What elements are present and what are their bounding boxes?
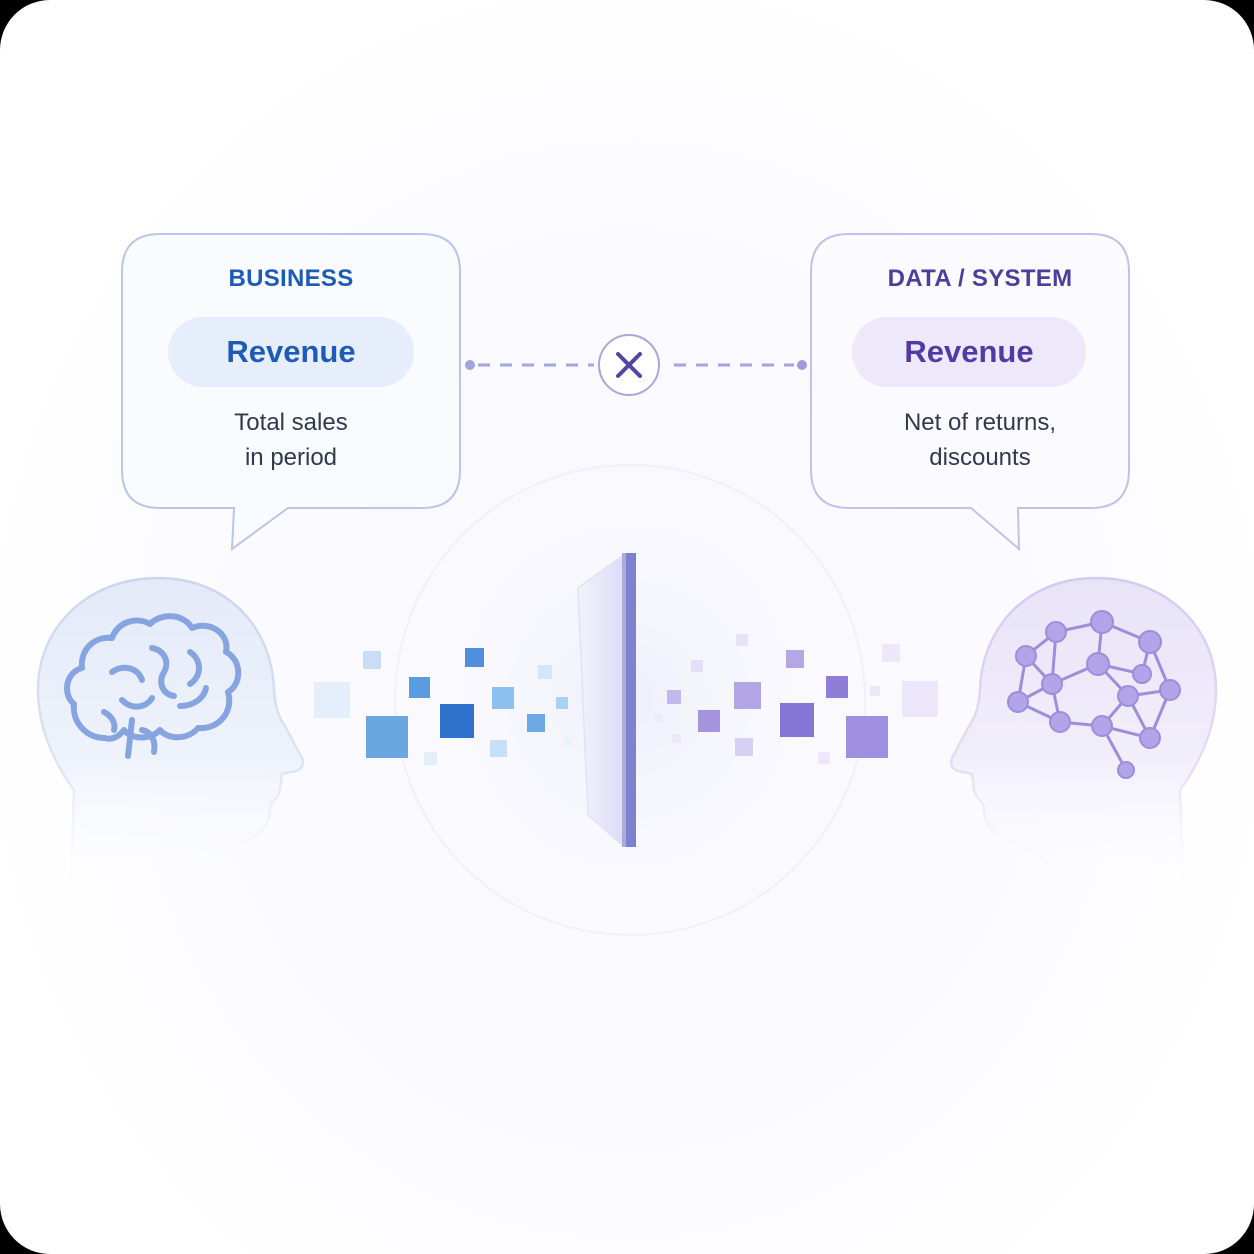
- business-term-pill: Revenue: [168, 317, 414, 387]
- business-bubble: BUSINESS Revenue Total sales in period: [121, 233, 461, 509]
- human-head-with-brain-icon: [36, 576, 305, 902]
- business-definition-line: in period: [244, 444, 338, 471]
- system-bubble: DATA / SYSTEM Revenue Net of returns, di…: [810, 233, 1150, 509]
- system-data-pixels: [654, 634, 938, 764]
- head-with-neural-network-icon: [949, 576, 1218, 902]
- system-definition-line: Net of returns,: [903, 409, 1057, 436]
- business-data-pixels: [314, 648, 572, 765]
- system-bubble-shape: [810, 233, 1130, 552]
- business-heading: BUSINESS: [228, 265, 354, 292]
- system-definition: Net of returns, discounts: [810, 405, 1150, 475]
- x-mismatch-icon: [598, 334, 660, 396]
- mismatch-connector: [465, 334, 807, 396]
- business-bubble-shape: [121, 233, 461, 552]
- center-halo-ring: [394, 464, 866, 936]
- system-definition-line: discounts: [929, 444, 1031, 471]
- system-heading: DATA / SYSTEM: [887, 265, 1073, 292]
- system-term-pill: Revenue: [852, 317, 1086, 387]
- business-definition-line: Total sales: [234, 409, 348, 436]
- business-definition: Total sales in period: [121, 405, 461, 475]
- translation-divider: [577, 553, 636, 847]
